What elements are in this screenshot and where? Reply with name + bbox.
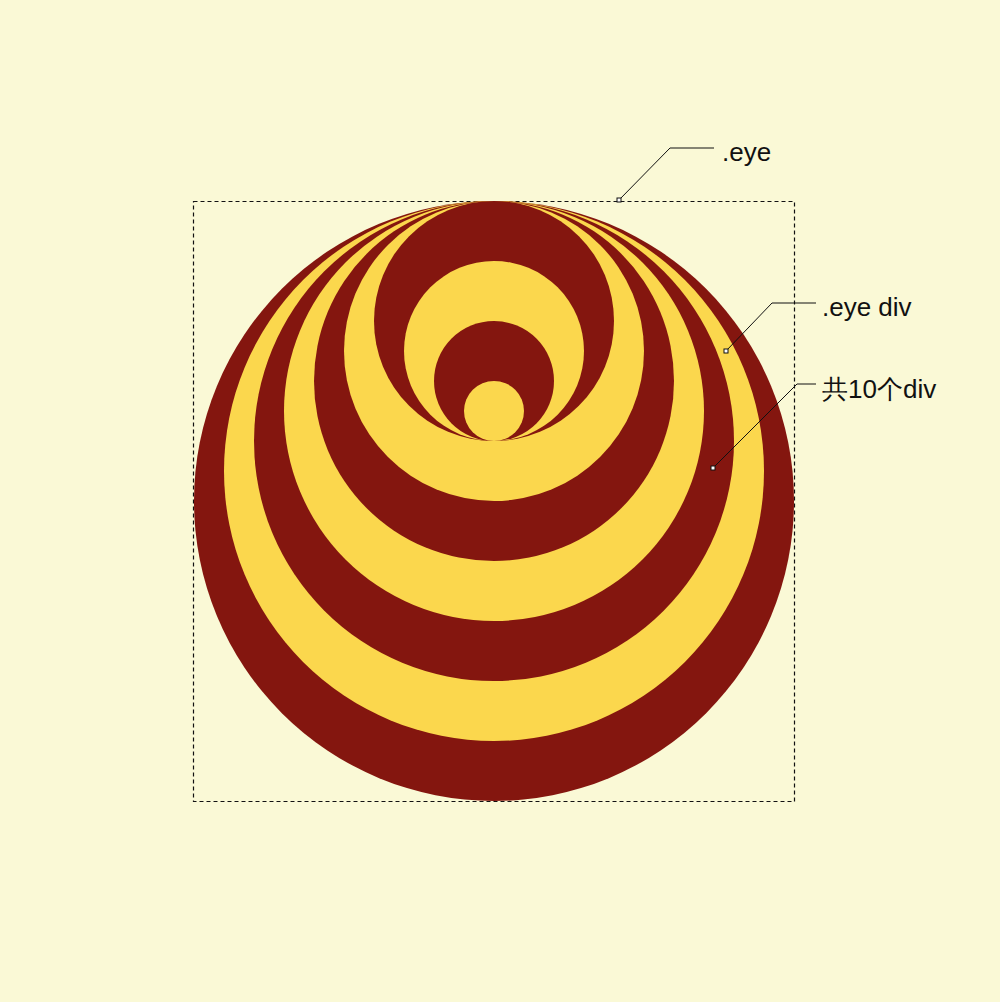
- callout-label: .eye div: [822, 292, 912, 322]
- leader-lines: [619, 148, 816, 468]
- leader-dots: [617, 198, 728, 470]
- callout-label: 共10个div: [822, 374, 936, 404]
- callout-label: .eye: [722, 137, 771, 167]
- eye-bounding-box: [194, 202, 795, 802]
- eye-rings: [194, 201, 794, 801]
